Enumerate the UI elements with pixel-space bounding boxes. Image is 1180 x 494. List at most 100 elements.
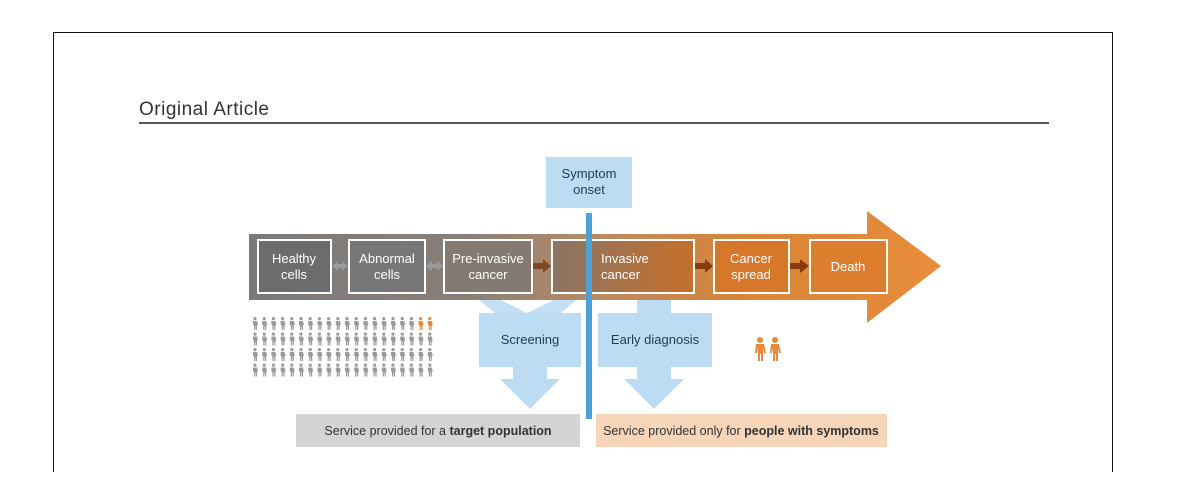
person-icon (298, 348, 304, 361)
person-icon (363, 317, 369, 330)
stage-box-invasive: Invasive cancer (551, 239, 695, 294)
screening-box (479, 313, 581, 367)
service-right-prefix: Service provided only for (603, 424, 744, 438)
stage-label-line: cancer (468, 267, 508, 282)
person-icon (298, 363, 304, 377)
screening-label: Screening (501, 332, 560, 347)
person-icon (354, 348, 360, 361)
person-icon (253, 348, 258, 361)
person-icon (363, 363, 369, 377)
person-icon (354, 332, 360, 346)
person-icon (262, 332, 268, 346)
person-icon (262, 363, 268, 377)
person-icon (326, 317, 332, 330)
person-icon (390, 332, 396, 346)
person-icon (427, 363, 433, 377)
person-icon (335, 332, 341, 346)
early-diagnosis-down-arrow (624, 367, 684, 409)
person-icon (372, 332, 378, 346)
person-icon (298, 317, 304, 330)
screening-funnel (479, 300, 576, 313)
person-icon (400, 363, 406, 377)
person-icon (390, 363, 396, 377)
stage-box-spread: Cancer spread (713, 239, 790, 294)
person-icon (271, 332, 277, 346)
stage-box-pre-invasive: Pre-invasive cancer (443, 239, 533, 294)
person-icon (363, 332, 369, 346)
person-icon (262, 348, 268, 361)
screening-down-arrow (500, 367, 560, 409)
person-icon (326, 363, 332, 377)
person-icon (326, 332, 332, 346)
stage-label-line: cancer (601, 267, 641, 282)
person-icon (253, 363, 258, 377)
stage-label-line: spread (731, 267, 771, 282)
person-icon (354, 317, 360, 330)
article-figure-frame: Original Article Healthy cells (53, 32, 1113, 472)
person-icon (354, 363, 360, 377)
person-icon (344, 332, 350, 346)
person-icon (253, 317, 258, 330)
person-icon (308, 332, 314, 346)
person-icon (372, 363, 378, 377)
person-icon (317, 348, 323, 361)
arrow-connector (533, 259, 551, 273)
person-icon (344, 348, 350, 361)
person-icon (289, 317, 295, 330)
service-left-bold: target population (449, 424, 551, 438)
person-icon (280, 332, 286, 346)
stage-label-line: Invasive (601, 251, 649, 266)
section-title: Original Article (139, 99, 270, 120)
person-icon (317, 363, 323, 377)
stage-label-line: Abnormal (359, 251, 415, 266)
person-icon (381, 317, 387, 330)
person-icon (253, 332, 258, 346)
person-icon (400, 348, 406, 361)
arrow-connector (790, 259, 809, 273)
service-band-left-text: Service provided for a target population (324, 424, 551, 438)
person-icon (271, 317, 277, 330)
person-icon (271, 348, 277, 361)
person-icon (381, 363, 387, 377)
person-icon (427, 332, 433, 346)
person-icon (390, 348, 396, 361)
person-icon (418, 348, 424, 361)
person-icon (390, 317, 396, 330)
person-icon (372, 348, 378, 361)
person-icon (271, 363, 277, 377)
person-icon (400, 317, 406, 330)
person-icon (372, 317, 378, 330)
early-diagnosis-connector (637, 300, 671, 314)
person-icon (280, 317, 286, 330)
stage-box-death: Death (809, 239, 888, 294)
stage-label-line: Cancer (730, 251, 773, 266)
population-people-icons (253, 317, 433, 377)
arrow-connector (695, 259, 713, 273)
person-icon (335, 348, 341, 361)
person-icon (363, 348, 369, 361)
person-icon (381, 348, 387, 361)
person-icon (308, 363, 314, 377)
stage-label-line: cells (281, 267, 308, 282)
service-band-right-text: Service provided only for people with sy… (603, 424, 879, 438)
stage-label-line: Pre-invasive (452, 251, 524, 266)
person-icon (418, 332, 424, 346)
person-icon (280, 348, 286, 361)
person-icon (308, 348, 314, 361)
person-icon (344, 363, 350, 377)
symptom-onset-box (546, 157, 632, 208)
stage-label-line: cells (374, 267, 401, 282)
service-band-symptomatic (596, 414, 887, 447)
person-icon (289, 348, 295, 361)
stage-box-abnormal: Abnormal cells (348, 239, 426, 294)
early-diagnosis-box (598, 313, 712, 367)
person-icon (289, 332, 295, 346)
cancer-pathway-diagram: Healthy cells Abnormal cells Pre-invasiv… (249, 157, 941, 447)
person-icon (317, 332, 323, 346)
person-icon (381, 332, 387, 346)
symptomatic-people-icon (755, 337, 781, 361)
person-icon (326, 348, 332, 361)
person-icon (427, 348, 433, 361)
service-left-prefix: Service provided for a (324, 424, 449, 438)
early-diagnosis-label: Early diagnosis (611, 332, 700, 347)
